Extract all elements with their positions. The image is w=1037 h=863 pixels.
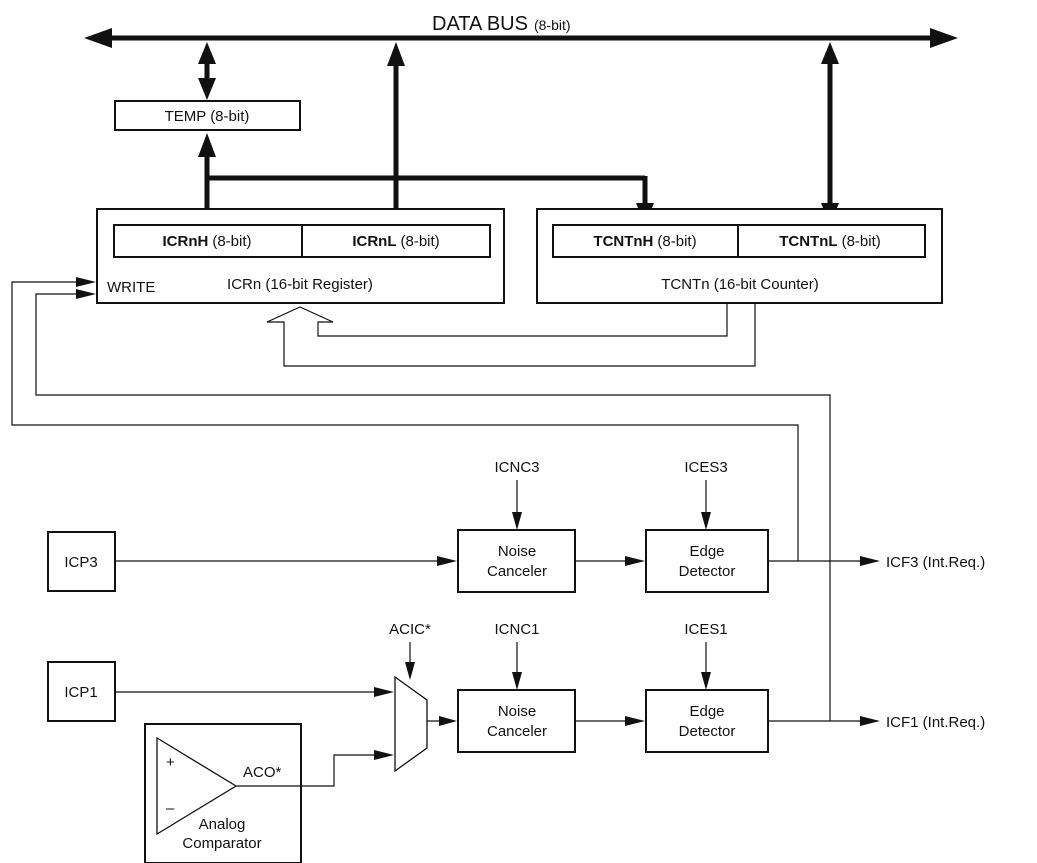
noise-canceler-1 — [457, 689, 576, 753]
svg-text:Noise: Noise — [498, 703, 536, 720]
tcnt-to-icr-copy-arrow — [266, 303, 756, 367]
ices3-label: ICES3 — [684, 459, 727, 476]
noise-canceler-3 — [457, 529, 576, 593]
comparator-plus-input: + — [166, 754, 175, 771]
icp3-label: ICP3 — [64, 554, 97, 571]
icnc1-label: ICNC1 — [494, 621, 539, 638]
data-bus-label: DATA BUS(8-bit) — [432, 13, 571, 35]
icrnh-field: ICRnH(8-bit) — [163, 233, 252, 250]
svg-text:Analog: Analog — [199, 816, 246, 833]
icf1-output-label: ICF1 (Int.Req.) — [886, 714, 985, 731]
svg-text:Detector: Detector — [679, 723, 736, 740]
temp-register-label: TEMP (8-bit) — [165, 108, 250, 125]
tcntn-caption: TCNTn (16-bit Counter) — [661, 276, 819, 293]
edge-detector-3 — [645, 529, 769, 593]
svg-text:Canceler: Canceler — [487, 723, 547, 740]
channel-3: ICP3 ICNC3 Noise Canceler ICES3 Edge Det… — [47, 459, 985, 593]
bus-tcntnl-connection — [821, 42, 839, 225]
svg-text:Comparator: Comparator — [182, 835, 261, 852]
icf3-output-label: ICF3 (Int.Req.) — [886, 554, 985, 571]
comparator-triangle — [156, 736, 238, 836]
comparator-minus-input: – — [166, 800, 175, 817]
icp3-pin — [47, 531, 116, 592]
svg-text:Edge: Edge — [689, 543, 724, 560]
svg-text:Canceler: Canceler — [487, 563, 547, 580]
svg-text:Edge: Edge — [689, 703, 724, 720]
data-bus: DATA BUS(8-bit) — [84, 13, 958, 48]
tcntnl-field: TCNTnL(8-bit) — [779, 233, 881, 250]
analog-comparator: + – ACO* Analog Comparator — [144, 723, 394, 863]
write-signal-lines — [11, 277, 831, 721]
svg-text:Detector: Detector — [679, 563, 736, 580]
ices1-label: ICES1 — [684, 621, 727, 638]
tcntn-counter: TCNTnH(8-bit) TCNTnL(8-bit) TCNTn (16-bi… — [536, 208, 943, 304]
aco-label: ACO* — [243, 764, 282, 781]
svg-text:Noise: Noise — [498, 543, 536, 560]
write-label: WRITE — [107, 279, 155, 296]
icrn-caption: ICRn (16-bit Register) — [227, 276, 373, 293]
icrnl-to-bus — [387, 42, 405, 225]
data-bus-right-arrowhead — [930, 28, 958, 48]
icrnl-field: ICRnL(8-bit) — [352, 233, 439, 250]
input-mux — [394, 675, 428, 773]
bus-temp-connection — [198, 42, 216, 100]
acic-label: ACIC* — [389, 621, 431, 638]
edge-detector-1 — [645, 689, 769, 753]
channel-1: ICP1 ACIC* ICNC1 Noise Canceler ICES1 Ed… — [47, 621, 985, 773]
icrn-register: ICRnH(8-bit) ICRnL(8-bit) ICRn (16-bit R… — [96, 208, 505, 304]
data-bus-left-arrowhead — [84, 28, 112, 48]
icp1-label: ICP1 — [64, 684, 97, 701]
tcntnh-field: TCNTnH(8-bit) — [593, 233, 696, 250]
icp1-pin — [47, 661, 116, 722]
icnc3-label: ICNC3 — [494, 459, 539, 476]
temp-register: TEMP (8-bit) — [114, 100, 301, 131]
